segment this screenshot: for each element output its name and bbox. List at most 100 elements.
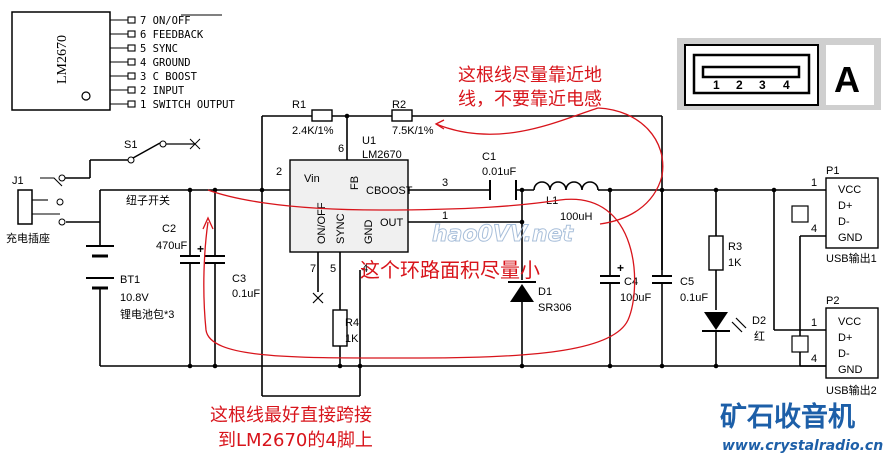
pinout-pin1: 1 SWITCH OUTPUT <box>140 99 236 111</box>
u1-pin-out: OUT <box>380 217 404 229</box>
s1-label: S1 <box>124 139 137 151</box>
c2-label: C2 <box>162 223 176 235</box>
pinout-pin4: 4 GROUND <box>140 57 191 69</box>
l1-value: 100uH <box>560 211 592 223</box>
c4-capacitor-symbol: + <box>600 261 624 284</box>
u1-pin-num-5: 5 <box>330 263 336 275</box>
u1-pin-num-2: 2 <box>276 166 282 178</box>
d2-led-symbol <box>702 312 747 333</box>
red-annotation-curves <box>202 107 664 359</box>
c2-capacitor-symbol: + <box>180 242 204 264</box>
d1-part: SR306 <box>538 302 572 314</box>
logo-url-text: www.crystalradio.cn <box>722 438 883 454</box>
r2-value: 7.5K/1% <box>392 125 434 137</box>
c1-capacitor-symbol <box>489 180 517 200</box>
u1-pin-num-1: 1 <box>442 210 448 222</box>
c3-label: C3 <box>232 273 246 285</box>
logo-cn-text: 矿石收音机 <box>720 401 855 433</box>
crystalradio-logo: 矿石收音机 www.crystalradio.cn <box>720 401 883 454</box>
p1-gnd: GND <box>838 232 863 244</box>
u1-pin-vin: Vin <box>304 173 320 185</box>
j1-desc: 充电插座 <box>6 231 50 245</box>
annotation-bottom-line1: 这根线最好直接跨接 <box>210 405 372 426</box>
p1-desc: USB输出1 <box>826 251 877 265</box>
u1-pin-fb: FB <box>349 176 361 190</box>
svg-text:+: + <box>617 261 624 275</box>
u1-pin-num-6: 6 <box>338 143 344 155</box>
r4-label: R4 <box>345 317 359 329</box>
c3-value: 0.1uF <box>232 288 260 300</box>
p2-vcc: VCC <box>838 316 861 328</box>
p1-pin-1: 1 <box>811 177 817 189</box>
r1-value: 2.4K/1% <box>292 125 334 137</box>
u1-pin-onoff: ON/OFF <box>316 202 328 244</box>
p2-dminus: D- <box>838 348 850 360</box>
r1-label: R1 <box>292 99 306 111</box>
r2-resistor-symbol <box>391 109 413 122</box>
junction-dots <box>187 113 777 369</box>
p2-desc: USB输出2 <box>826 383 877 397</box>
bt1-voltage: 10.8V <box>120 292 149 304</box>
c5-capacitor-symbol <box>652 275 672 284</box>
u1-pin-sync: SYNC <box>335 213 347 244</box>
c5-value: 0.1uF <box>680 292 708 304</box>
usb-graphic-pin3: 3 <box>759 78 766 92</box>
pinout-pin5: 5 SYNC <box>140 43 178 55</box>
p1-vcc: VCC <box>838 184 861 196</box>
annotation-top-line1: 这根线尽量靠近地 <box>458 65 602 86</box>
pinout-pin7: 7 ON/OFF <box>140 15 191 27</box>
u1-part: LM2670 <box>362 149 402 161</box>
p2-usb-symbol <box>791 307 879 379</box>
bt1-battery-symbol <box>86 245 114 290</box>
r4-value: 1K <box>345 333 359 345</box>
u1-pin-num-3: 3 <box>442 177 448 189</box>
d2-label: D2 <box>752 315 766 327</box>
r4-resistor-symbol <box>332 309 348 347</box>
c3-capacitor-symbol <box>205 255 225 264</box>
usb-graphic-pin1: 1 <box>713 78 720 92</box>
usb-graphic-pin2: 2 <box>736 78 743 92</box>
j1-jack-symbol <box>17 174 66 226</box>
r1-resistor-symbol <box>311 109 333 122</box>
svg-text:+: + <box>197 242 204 256</box>
watermark-text: hao0VV.net <box>432 222 574 247</box>
annotation-loop: 这个环路面积尽量小 <box>360 258 540 282</box>
p2-dplus: D+ <box>838 332 852 344</box>
r3-label: R3 <box>728 241 742 253</box>
p1-pin-4: 4 <box>811 223 817 235</box>
annotation-top-line2: 线，不要靠近电感 <box>458 89 602 110</box>
s1-switch-symbol <box>127 138 201 164</box>
pinout-pin3: 3 C BOOST <box>140 71 198 83</box>
r2-label: R2 <box>392 99 406 111</box>
p2-gnd: GND <box>838 364 863 376</box>
r3-resistor-symbol <box>708 235 724 271</box>
j1-label: J1 <box>12 175 24 187</box>
d1-diode-symbol <box>508 281 536 302</box>
u1-pin-cboost: CBOOST <box>366 185 413 197</box>
u1-label: U1 <box>362 135 376 147</box>
p2-pin-1: 1 <box>811 317 817 329</box>
pinout-pin2: 2 INPUT <box>140 85 185 97</box>
c2-value: 470uF <box>156 240 187 252</box>
p1-dminus: D- <box>838 216 850 228</box>
l1-inductor-symbol <box>533 181 599 191</box>
c5-label: C5 <box>680 276 694 288</box>
s1-desc: 纽子开关 <box>126 193 170 207</box>
d1-label: D1 <box>538 286 552 298</box>
u1-pin-gnd: GND <box>363 220 375 245</box>
d2-desc: 红 <box>754 330 765 343</box>
p1-usb-symbol <box>791 177 879 249</box>
p1-label: P1 <box>826 165 839 177</box>
usb-type-letter: A <box>834 59 860 100</box>
r3-value: 1K <box>728 257 742 269</box>
annotation-bottom-line2: 到LM2670的4脚上 <box>218 430 373 451</box>
usb-graphic-pin4: 4 <box>783 78 790 92</box>
usb-a-connector-graphic: 1 2 3 4 A <box>677 38 881 110</box>
p1-dplus: D+ <box>838 200 852 212</box>
c4-value: 100uF <box>620 292 651 304</box>
lm2670-pinout: LM2670 7 ON/OFF 6 FEEDBACK 5 SYNC 4 GROU… <box>11 11 236 111</box>
c4-label: C4 <box>624 276 638 288</box>
u1-pin-num-4: 4 <box>362 263 368 275</box>
